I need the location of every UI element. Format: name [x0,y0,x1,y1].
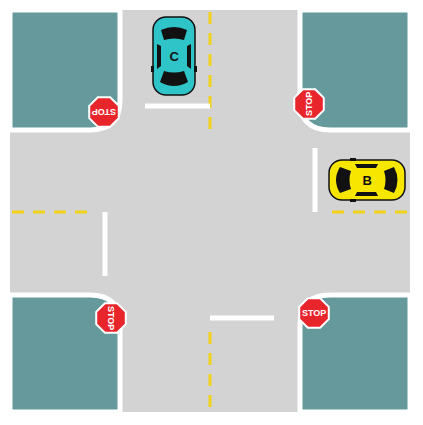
corner-block [10,10,120,130]
car-body [329,160,405,200]
margin [0,0,10,425]
car-label: B [363,174,372,187]
stop-sign: STOP [87,95,121,129]
car-window [160,71,188,86]
car-window [161,27,187,40]
car-window [336,167,351,193]
stop-octagon [294,89,324,119]
stop-line [210,316,274,321]
stop-sign: STOP [94,301,128,335]
stop-octagon [89,97,119,127]
stop-octagon [299,298,329,328]
sign-text: STOP [305,92,314,116]
car-window [355,164,378,168]
stop-line [313,148,318,212]
center-line [12,211,95,214]
center-line [209,332,212,412]
stop-line [103,212,108,276]
car-window [355,192,378,196]
margin [410,0,423,425]
car: C [152,16,196,96]
car-mirror [350,158,356,161]
corner-block [300,295,410,412]
car-label: C [170,50,179,63]
sign-text: STOP [92,108,116,117]
center-line [332,211,410,214]
car-window [187,44,191,69]
margin [0,0,423,10]
car-window [157,44,161,69]
sign-text: STOP [107,306,116,330]
car-mirror [350,199,356,202]
stop-sign: STOP [292,87,326,121]
stop-octagon [96,303,126,333]
stop-line [145,104,210,109]
sign-text: STOP [302,309,326,318]
car-mirror [151,66,154,72]
center-line [209,12,212,130]
road-surface [10,10,410,412]
car-window [384,167,398,193]
car-body [153,17,195,95]
stop-sign: STOP [297,296,331,330]
margin [0,412,423,425]
car-mirror [194,66,197,72]
car: B [328,159,406,201]
